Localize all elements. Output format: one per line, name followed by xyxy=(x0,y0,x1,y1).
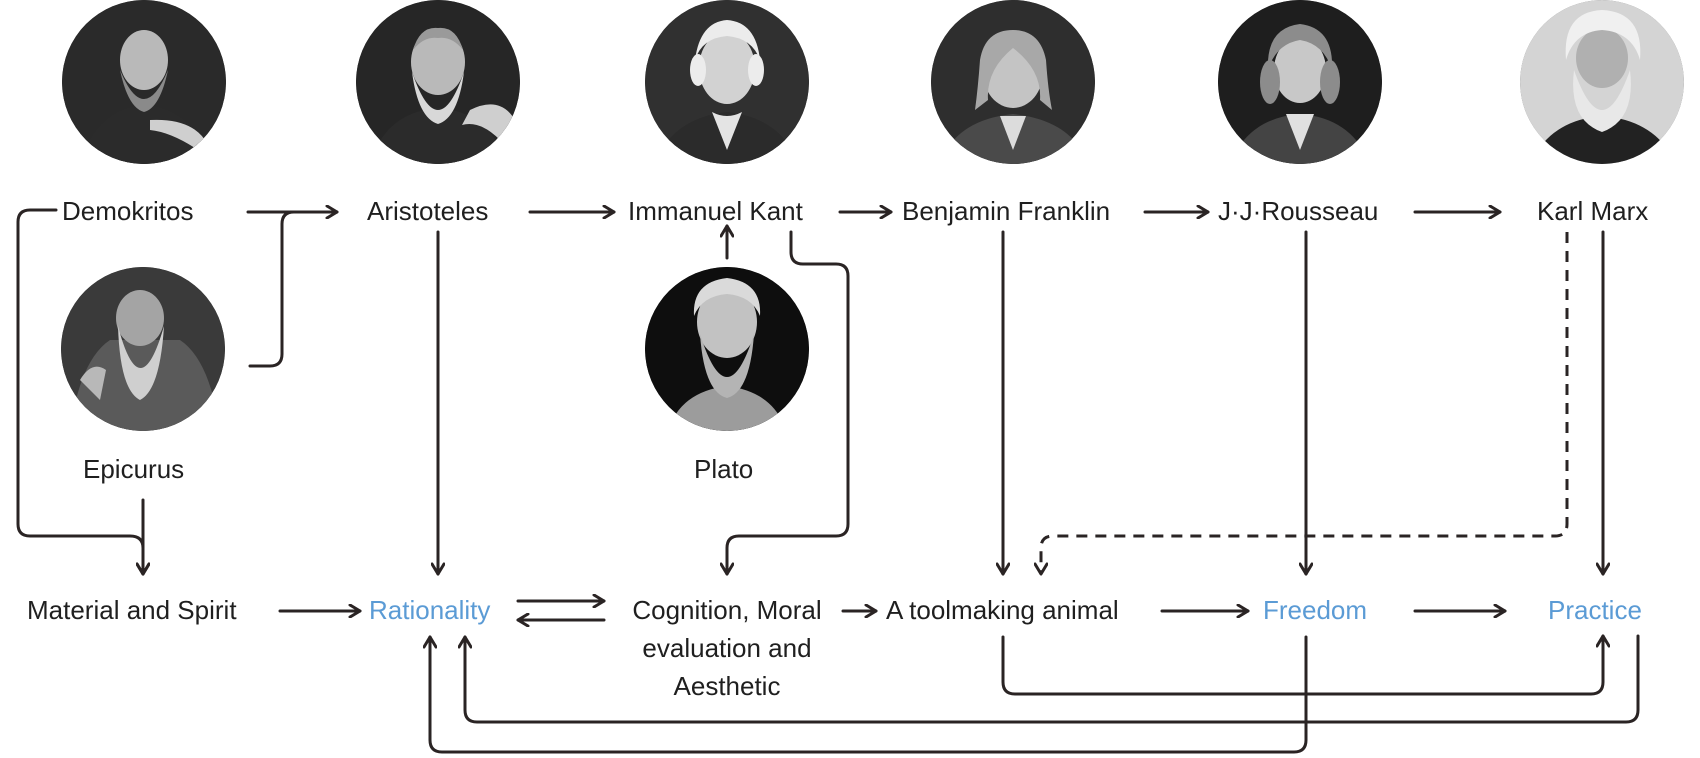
label-toolmaking: A toolmaking animal xyxy=(886,595,1119,625)
arrow-kant-cognition xyxy=(727,230,850,576)
aristoteles-portrait xyxy=(356,0,520,164)
label-epicurus: Epicurus xyxy=(83,454,184,484)
arrow-marx-toolmaking-dashed xyxy=(1041,232,1569,574)
arrow-toolmaking-practice xyxy=(1001,634,1603,696)
label-cognition-line1: Cognition, Moral xyxy=(632,595,821,625)
label-freedom: Freedom xyxy=(1263,595,1367,625)
plato-portrait xyxy=(645,267,809,431)
marx-portrait xyxy=(1520,0,1684,164)
label-aristoteles: Aristoteles xyxy=(367,196,488,226)
label-practice: Practice xyxy=(1548,595,1642,625)
label-franklin: Benjamin Franklin xyxy=(902,196,1110,226)
label-cognition-line3: Aesthetic xyxy=(674,671,781,701)
rousseau-portrait xyxy=(1218,0,1382,164)
demokritos-portrait xyxy=(62,0,226,164)
arrow-demokritos-material xyxy=(16,208,143,576)
label-material-spirit: Material and Spirit xyxy=(27,595,237,625)
label-demokritos: Demokritos xyxy=(62,196,193,226)
arrow-practice-rationality xyxy=(465,634,1640,724)
arrow-epicurus-aristoteles xyxy=(248,210,296,368)
label-rationality: Rationality xyxy=(369,595,490,625)
arrow-freedom-rationality xyxy=(430,635,1308,754)
franklin-portrait xyxy=(931,0,1095,164)
label-marx: Karl Marx xyxy=(1537,196,1648,226)
connectors xyxy=(16,208,1640,754)
kant-portrait xyxy=(645,0,809,164)
label-kant: Immanuel Kant xyxy=(628,196,804,226)
label-rousseau: J·J·Rousseau xyxy=(1218,196,1378,226)
label-cognition-line2: evaluation and xyxy=(642,633,811,663)
epicurus-portrait xyxy=(61,267,225,431)
label-plato: Plato xyxy=(694,454,753,484)
